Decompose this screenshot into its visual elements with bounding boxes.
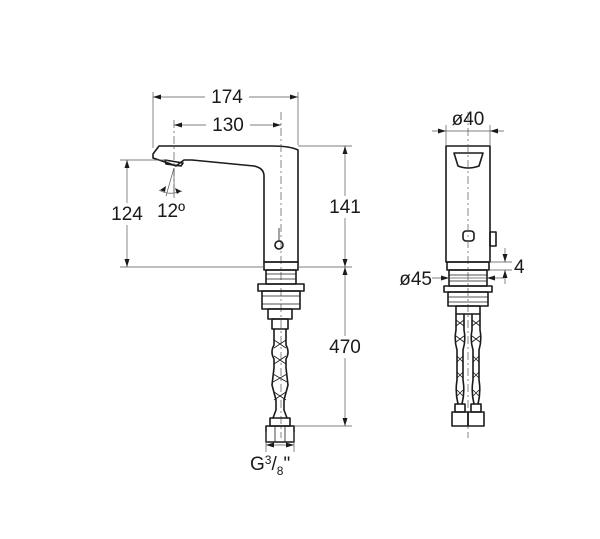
label-130: 130 [212,115,244,136]
label-174: 174 [211,87,243,108]
connector-nut [265,425,295,443]
braided-hose [271,328,277,419]
label-d45: ø45 [399,269,432,290]
front-connector-left [451,411,469,427]
label-12-deg: 12º [157,201,185,222]
side-view: 174 130 124 12º 141 [104,86,368,478]
nut-lower [267,308,293,320]
label-d40: ø40 [452,109,485,130]
label-thread: G3/8" [250,453,290,478]
label-470: 470 [329,337,361,358]
front-connector-right [467,411,485,427]
hose-ferrule-bottom [269,417,291,427]
hose-ferrule-top [271,318,289,330]
label-4: 4 [514,257,525,278]
sensor-pin [274,240,284,250]
front-side-valve [489,231,497,247]
front-sensor-window [462,230,475,242]
front-hose-right [470,313,482,405]
label-141: 141 [329,197,361,218]
front-hose-left [454,313,466,405]
front-view: ø40 ø45 4 [399,109,525,438]
aerator [164,159,184,167]
label-124: 124 [111,204,143,225]
front-spout-top [453,152,484,169]
